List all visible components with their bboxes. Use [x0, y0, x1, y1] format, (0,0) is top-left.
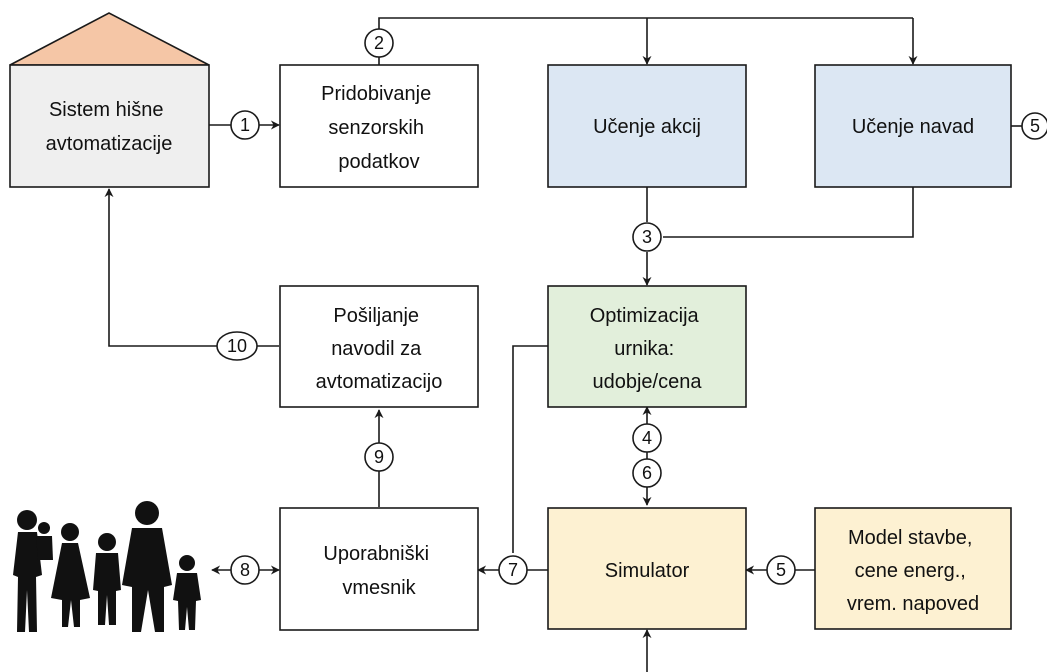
step-5-marker-model: 5 [766, 555, 796, 585]
send-instructions-box [279, 285, 479, 408]
step-4-marker: 4 [632, 423, 662, 453]
connector-opt-ui [512, 345, 548, 553]
svg-text:9: 9 [374, 447, 384, 467]
user-interface-box [279, 507, 479, 631]
step-8-marker: 8 [230, 555, 260, 585]
simulator-box [547, 507, 747, 630]
connector-sensor-up [378, 17, 913, 65]
connector-habits-down [663, 187, 914, 238]
svg-text:6: 6 [642, 463, 652, 483]
schedule-optimization-label: Optimizacija urnika: udobje/cena [590, 305, 704, 393]
step-9-marker: 9 [364, 442, 394, 472]
svg-text:1: 1 [240, 115, 250, 135]
svg-text:3: 3 [642, 227, 652, 247]
building-model-box [814, 507, 1012, 630]
step-5-marker-habits: 5 [1021, 112, 1047, 140]
svg-text:4: 4 [642, 428, 652, 448]
step-2-marker: 2 [364, 28, 394, 58]
house-automation-box [9, 64, 210, 188]
step-1-marker: 1 [230, 110, 260, 140]
send-instructions-label: Pošiljanje navodil za avtomatizacijo [316, 305, 443, 393]
house-roof-icon [9, 12, 210, 66]
step-10-marker: 10 [216, 331, 258, 361]
schedule-optimization-box [547, 285, 747, 408]
svg-text:2: 2 [374, 33, 384, 53]
svg-text:5: 5 [1030, 116, 1040, 136]
svg-text:10: 10 [227, 336, 247, 356]
svg-text:8: 8 [240, 560, 250, 580]
action-learning-box [547, 64, 747, 188]
house-automation-label: Sistem hišne avtomatizacije [46, 99, 173, 155]
user-interface-label: Uporabniški vmesnik [323, 543, 434, 599]
step-3-marker: 3 [632, 222, 662, 252]
sensor-data-box [279, 64, 479, 188]
habit-learning-label: Učenje navad [852, 116, 974, 138]
step-7-marker: 7 [498, 555, 528, 585]
simulator-label: Simulator [605, 560, 690, 582]
connector-send-house [104, 188, 279, 347]
action-learning-label: Učenje akcij [593, 116, 701, 138]
family-silhouette-icon [13, 501, 201, 632]
svg-text:5: 5 [776, 560, 786, 580]
habit-learning-box [814, 64, 1012, 188]
step-6-marker: 6 [632, 458, 662, 488]
svg-text:7: 7 [508, 560, 518, 580]
sensor-data-label: Pridobivanje senzorskih podatkov [321, 83, 437, 173]
building-model-label: Model stavbe, cene energ., vrem. napoved [847, 527, 979, 615]
